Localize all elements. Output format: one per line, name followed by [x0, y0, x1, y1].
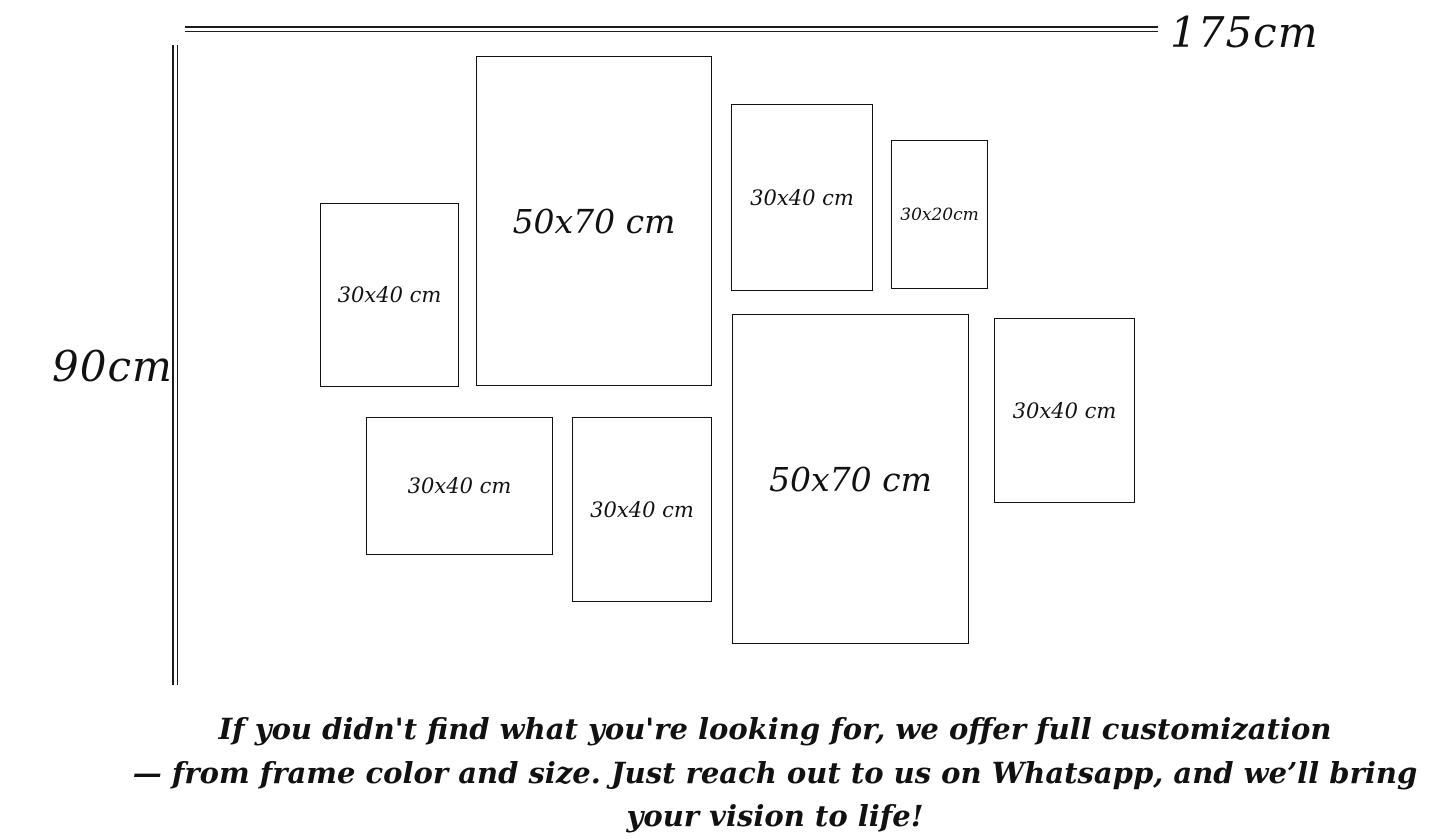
customization-note-line2: — from frame color and size. Just reach …: [132, 755, 1418, 834]
frame-size-label: 30x40 cm: [750, 185, 854, 210]
frame-size-label: 30x40 cm: [407, 474, 512, 498]
frame-size-label: 50x70 cm: [512, 201, 676, 241]
wall-height-label: 90cm: [52, 342, 173, 391]
frame-30x40-lower-left-landscape: 30x40 cm: [366, 417, 553, 555]
frame-30x40-right: 30x40 cm: [994, 318, 1135, 503]
frame-size-label: 50x70 cm: [769, 459, 932, 499]
frame-30x40-upper-right: 30x40 cm: [731, 104, 873, 291]
frame-size-label: 30x40 cm: [1012, 398, 1117, 423]
frame-30x40-upper-left: 30x40 cm: [320, 203, 459, 387]
wall-width-label: 175cm: [1170, 8, 1319, 57]
frame-size-label: 30x40 cm: [590, 497, 694, 522]
frame-50x70-upper-center: 50x70 cm: [476, 56, 712, 386]
frame-size-label: 30x40 cm: [337, 283, 442, 307]
frame-50x70-lower-right: 50x70 cm: [732, 314, 969, 644]
wall-height-line: [172, 45, 178, 685]
customization-note: If you didn't find what you're looking f…: [105, 708, 1445, 839]
wall-width-line: [185, 26, 1158, 32]
frame-30x40-lower-center: 30x40 cm: [572, 417, 712, 602]
frame-30x20-top-right: 30x20cm: [891, 140, 988, 289]
frame-size-label: 30x20cm: [900, 204, 979, 225]
customization-note-line1: If you didn't find what you're looking f…: [218, 712, 1332, 746]
